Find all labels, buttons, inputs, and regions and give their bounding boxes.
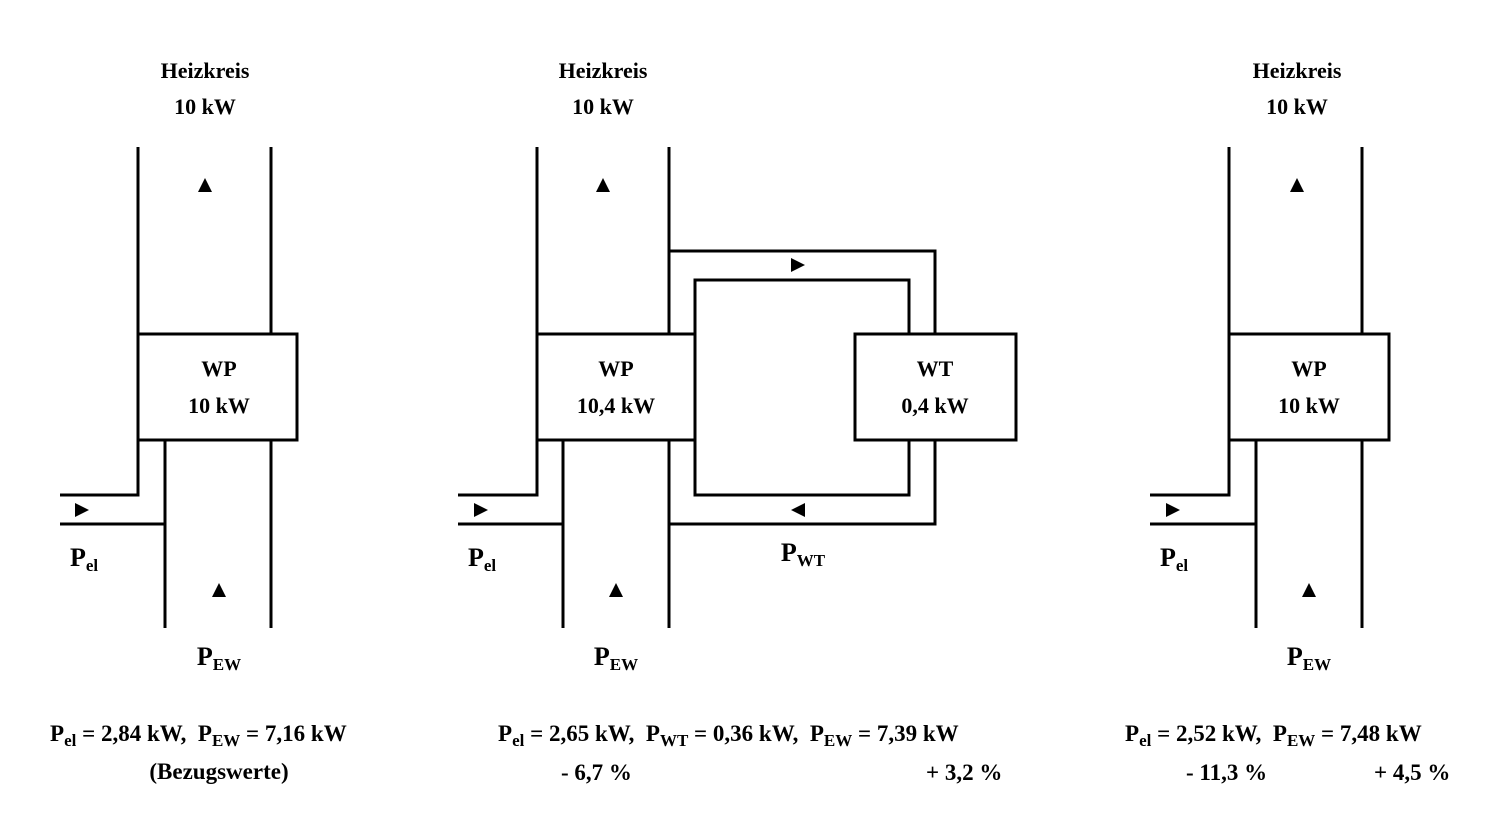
diagram-2-ew-flow-up-arrow bbox=[609, 583, 623, 597]
diagram-3-pel-symbol: Pel bbox=[1160, 543, 1189, 575]
diagram-3-wp-box bbox=[1227, 332, 1391, 442]
diagram-1-pew-symbol: PEW bbox=[196, 642, 242, 674]
diagram-2-el-flow-right-arrow bbox=[474, 503, 488, 517]
diagram-2-result-line: Pel = 2,65 kW, PWT = 0,36 kW, PEW = 7,39… bbox=[498, 721, 959, 750]
diagram-1-wp-label: WP bbox=[201, 356, 237, 381]
diagram-1-result-line: Pel = 2,84 kW, PEW = 7,16 kW bbox=[50, 721, 347, 750]
diagram-2-pel-symbol: Pel bbox=[468, 543, 497, 575]
diagram-2-wp-label: WP bbox=[598, 356, 634, 381]
diagram-2-pew-symbol: PEW bbox=[593, 642, 639, 674]
diagram-3-heizkreis-power: 10 kW bbox=[1266, 94, 1328, 119]
diagram-2-heizkreis-label: Heizkreis bbox=[558, 58, 648, 83]
diagram-1-ew-flow-up-arrow bbox=[212, 583, 226, 597]
diagram-2-heat-flow-up-arrow bbox=[596, 178, 610, 192]
diagram-1-heizkreis-label: Heizkreis bbox=[160, 58, 250, 83]
diagram-2-heizkreis-power: 10 kW bbox=[572, 94, 634, 119]
diagram-1-wp-box bbox=[136, 332, 299, 442]
diagram-2-lines bbox=[458, 147, 937, 628]
diagram-2-pel-change: - 6,7 % bbox=[561, 760, 632, 785]
diagram-3-result-line: Pel = 2,52 kW, PEW = 7,48 kW bbox=[1125, 721, 1422, 750]
diagram-1-lines bbox=[60, 147, 273, 628]
diagram-3-wp-power: 10 kW bbox=[1278, 393, 1340, 418]
diagram-3-pel-change: - 11,3 % bbox=[1186, 760, 1268, 785]
diagram-2-pwt-symbol: PWT bbox=[780, 538, 826, 570]
diagram-1-pel-symbol: Pel bbox=[70, 543, 99, 575]
diagram-3-pew-change: + 4,5 % bbox=[1374, 760, 1451, 785]
diagram-2-wp-power: 10,4 kW bbox=[576, 393, 656, 418]
diagram-3-ew-flow-up-arrow bbox=[1302, 583, 1316, 597]
diagram-2-wt-label: WT bbox=[916, 356, 954, 381]
diagram-1-el-flow-right-arrow bbox=[75, 503, 89, 517]
diagram-2-wt-return-left-arrow bbox=[791, 503, 805, 517]
diagram-3-heat-flow-up-arrow bbox=[1290, 178, 1304, 192]
diagram-2-wp-box bbox=[535, 332, 697, 442]
diagram-2-wt-flow-right-arrow bbox=[791, 258, 805, 272]
diagram-1-wp-power: 10 kW bbox=[188, 393, 250, 418]
diagram-2-wt-box bbox=[853, 332, 1018, 442]
diagram-3-wp-label: WP bbox=[1291, 356, 1327, 381]
diagram-3-lines bbox=[1150, 147, 1364, 628]
diagram-3-pew-symbol: PEW bbox=[1286, 642, 1332, 674]
diagram-2-pew-change: + 3,2 % bbox=[926, 760, 1003, 785]
diagram-1-heizkreis-power: 10 kW bbox=[174, 94, 236, 119]
diagram-2-wt-power: 0,4 kW bbox=[901, 393, 969, 418]
diagram-3-el-flow-right-arrow bbox=[1166, 503, 1180, 517]
diagram-1-heat-flow-up-arrow bbox=[198, 178, 212, 192]
diagram-3-heizkreis-label: Heizkreis bbox=[1252, 58, 1342, 83]
diagram-1-result-note: (Bezugswerte) bbox=[149, 759, 289, 784]
